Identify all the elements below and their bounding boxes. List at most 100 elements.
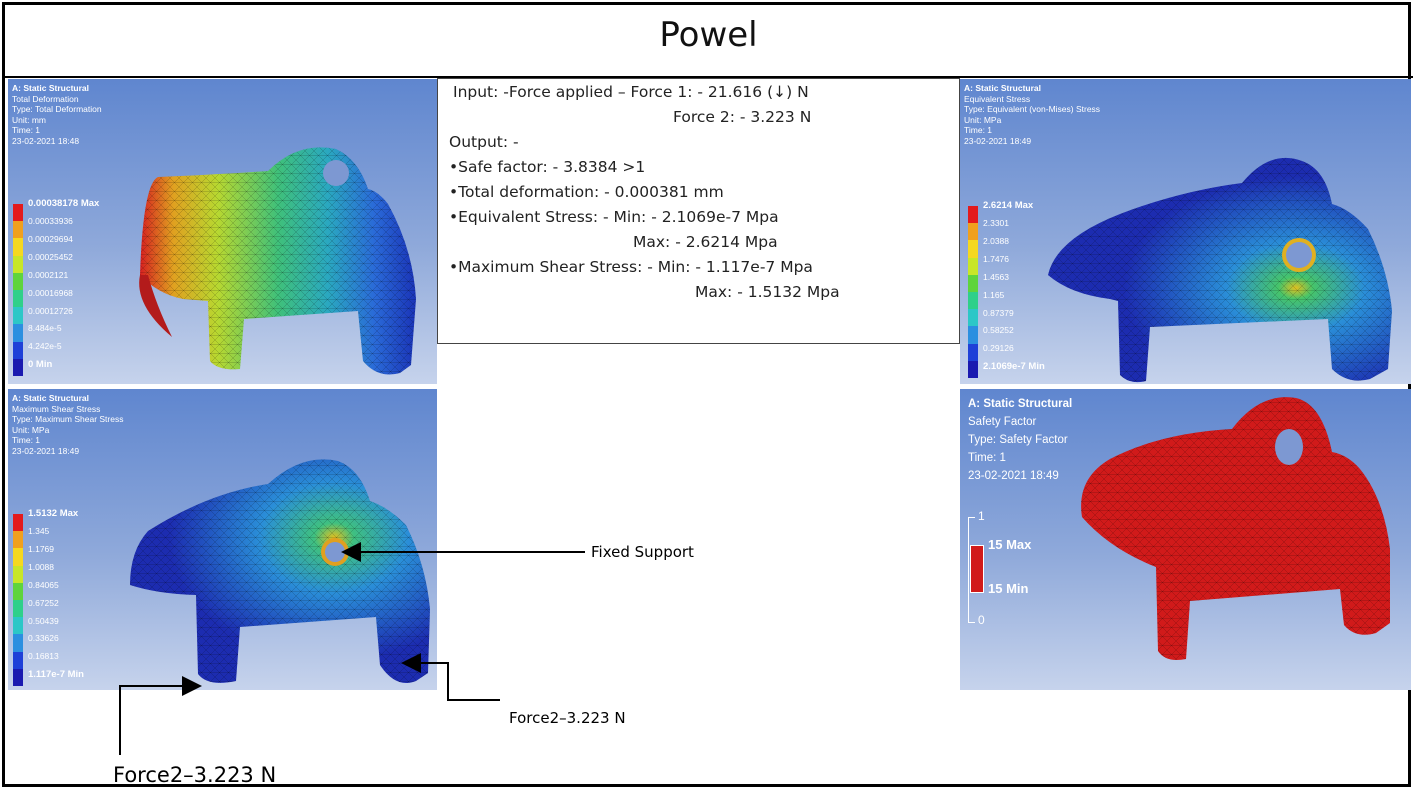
shear-legend-label: 0.67252: [28, 597, 59, 608]
shear-stress-max-line: Max: - 1.5132 Mpa: [695, 283, 840, 301]
shear-legend-label: 0.33626: [28, 633, 59, 644]
deformation-legend-label: 0.00025452: [28, 251, 73, 262]
deformation-legend-swatch: [13, 272, 23, 290]
equivalent-legend-label: 2.3301: [983, 217, 1009, 228]
shear-legend-label: 0.50439: [28, 615, 59, 626]
shear-legend-label: 1.1769: [28, 543, 54, 554]
title-divider: [5, 76, 1413, 78]
safety-legend: 1 15 Max 15 Min 0: [968, 509, 1048, 629]
fixed-support-label: Fixed Support: [591, 543, 694, 561]
equivalent-stress-min-line: •Equivalent Stress: - Min: - 2.1069e-7 M…: [449, 208, 779, 226]
deformation-info: A: Static Structural Total Deformation T…: [12, 83, 102, 147]
equivalent-legend-swatch: [968, 309, 978, 327]
shear-part: [130, 459, 430, 683]
equivalent-legend-swatch: [968, 326, 978, 344]
safety-part: [1081, 397, 1390, 660]
deformation-legend-swatch: [13, 238, 23, 256]
safety-scale-top: 1: [978, 509, 985, 523]
deformation-legend-label: 0.00029694: [28, 233, 73, 244]
shear-result: Maximum Shear Stress: [12, 403, 101, 414]
shear-legend-label: 1.345: [28, 525, 50, 536]
equivalent-legend-swatch: [968, 257, 978, 275]
shear-legend-label: 0.16813: [28, 651, 59, 662]
output-line: Output: -: [449, 133, 519, 151]
safe-factor-line: •Safe factor: - 3.8384 >1: [449, 158, 646, 176]
equivalent-panel: A: Static Structural Equivalent Stress T…: [960, 79, 1411, 384]
deformation-unit: Unit: mm: [12, 114, 46, 125]
force2-left-arrow: [119, 676, 202, 755]
deformation-legend-swatch: [13, 204, 23, 222]
equivalent-legend-swatch: [968, 206, 978, 224]
equivalent-legend-label: 0.87379: [983, 307, 1014, 318]
equivalent-legend-label: 2.1069e-7 Min: [983, 361, 1045, 373]
deformation-legend-label: 0.00016968: [28, 287, 73, 298]
equivalent-legend-label: 1.4563: [983, 271, 1009, 282]
equivalent-info: A: Static Structural Equivalent Stress T…: [964, 83, 1100, 147]
safety-color-bar: [970, 545, 984, 593]
equivalent-legend-label: 2.0388: [983, 235, 1009, 246]
shear-panel: A: Static Structural Maximum Shear Stres…: [8, 389, 437, 690]
total-deformation-line: •Total deformation: - 0.000381 mm: [449, 183, 724, 201]
safety-scale-line: [968, 517, 975, 623]
deformation-panel: A: Static Structural Total Deformation T…: [8, 79, 437, 384]
shear-stress-min-line: •Maximum Shear Stress: - Min: - 1.117e-7…: [449, 258, 813, 276]
shear-info: A: Static Structural Maximum Shear Stres…: [12, 393, 123, 457]
force2-left-label: Force2–3.223 N: [113, 763, 277, 787]
equivalent-result: Equivalent Stress: [964, 93, 1031, 104]
shear-type: Type: Maximum Shear Stress: [12, 414, 124, 425]
deformation-legend-label: 0 Min: [28, 359, 53, 371]
deformation-legend-swatch: [13, 324, 23, 342]
equivalent-legend-label: 1.7476: [983, 253, 1009, 264]
shear-time: Time: 1: [12, 435, 41, 446]
page-title: Powel: [659, 15, 758, 55]
deformation-legend-label: 0.0002121: [28, 269, 69, 280]
shear-legend-swatch: [13, 582, 23, 600]
deformation-legend-label: 0.00038178 Max: [28, 198, 100, 209]
equivalent-legend-label: 1.165: [983, 289, 1005, 300]
equivalent-legend-label: 0.29126: [983, 343, 1014, 354]
shear-legend-swatch: [13, 565, 23, 583]
safety-header: A: Static Structural: [968, 398, 1073, 410]
equivalent-legend-swatch: [968, 360, 978, 378]
equivalent-unit: Unit: MPa: [964, 114, 1002, 125]
shear-date: 23-02-2021 18:49: [12, 445, 80, 456]
safety-min: 15 Min: [988, 581, 1029, 596]
shear-legend-swatch: [13, 668, 23, 686]
equivalent-header: A: Static Structural: [964, 83, 1041, 93]
shear-legend-label: 1.117e-7 Min: [28, 669, 84, 681]
shear-legend-label: 1.0088: [28, 561, 54, 572]
force2-line: Force 2: - 3.223 N: [673, 108, 812, 126]
safety-type: Type: Safety Factor: [968, 434, 1068, 446]
equivalent-legend-label: 2.6214 Max: [983, 200, 1034, 211]
deformation-legend-swatch: [13, 358, 23, 376]
deformation-legend-swatch: [13, 255, 23, 273]
deformation-legend-label: 8.484e-5: [28, 323, 62, 334]
force2-right-label: Force2–3.223 N: [509, 709, 626, 727]
equivalent-legend-swatch: [968, 343, 978, 361]
safety-time: Time: 1: [968, 452, 1006, 464]
equivalent-stress-max-line: Max: - 2.6214 Mpa: [633, 233, 778, 251]
equivalent-legend-label: 0.58252: [983, 325, 1014, 336]
input-line: Input: -Force applied – Force 1: - 21.61…: [453, 83, 809, 101]
deformation-legend-swatch: [13, 341, 23, 359]
safety-result: Safety Factor: [968, 416, 1037, 428]
deformation-date: 23-02-2021 18:48: [12, 135, 80, 146]
equivalent-legend-swatch: [968, 292, 978, 310]
equivalent-legend-swatch: [968, 223, 978, 241]
shear-unit: Unit: MPa: [12, 424, 50, 435]
force2-right-arrow: [401, 653, 500, 701]
safety-date: 23-02-2021 18:49: [968, 470, 1059, 482]
equivalent-part: [1048, 157, 1392, 383]
equivalent-type: Type: Equivalent (von-Mises) Stress: [964, 104, 1101, 115]
deformation-header: A: Static Structural: [12, 83, 89, 93]
shear-legend-label: 0.84065: [28, 579, 59, 590]
deformation-type: Type: Total Deformation: [12, 104, 102, 115]
shear-legend-swatch: [13, 514, 23, 532]
deformation-result: Total Deformation: [12, 93, 79, 104]
shear-legend-swatch: [13, 548, 23, 566]
deformation-legend-swatch: [13, 221, 23, 239]
shear-legend-swatch: [13, 651, 23, 669]
equivalent-legend-swatch: [968, 274, 978, 292]
shear-legend-swatch: [13, 531, 23, 549]
